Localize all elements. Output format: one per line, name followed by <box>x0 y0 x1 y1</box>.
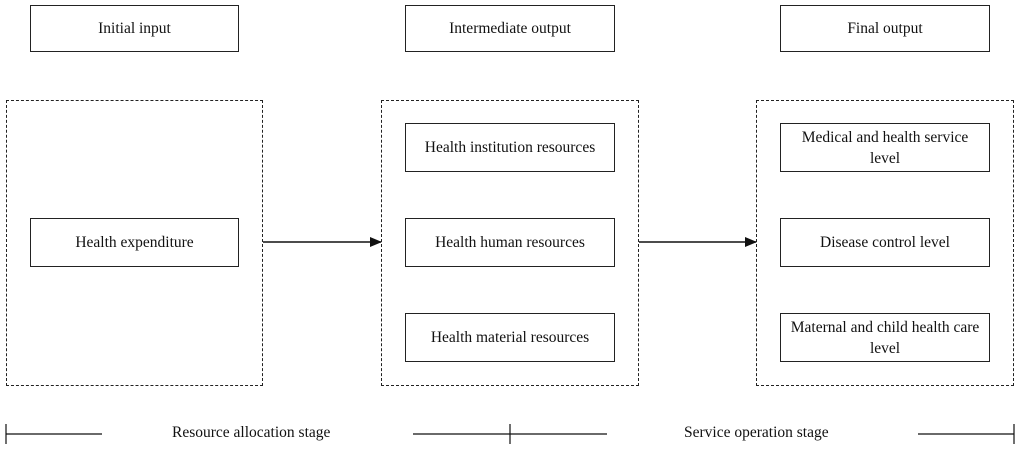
node-health-expenditure-label: Health expenditure <box>75 234 194 251</box>
stage-label-service-operation: Service operation stage <box>684 424 829 441</box>
header-final-output: Final output <box>780 5 990 52</box>
header-initial-input: Initial input <box>30 5 239 52</box>
node-health-expenditure: Health expenditure <box>30 218 239 267</box>
node-disease-control-level: Disease control level <box>780 218 990 267</box>
node-maternal-child-health-care-level: Maternal and child health care level <box>780 313 990 362</box>
initial-input-group <box>6 100 263 386</box>
node-health-human-resources: Health human resources <box>405 218 615 267</box>
node-medical-health-service-level-label: Medical and health service level <box>801 128 969 167</box>
node-health-material-resources: Health material resources <box>405 313 615 362</box>
node-health-material-resources-label: Health material resources <box>430 329 590 346</box>
header-intermediate-output-label: Intermediate output <box>449 20 571 37</box>
node-health-human-resources-label: Health human resources <box>435 234 585 251</box>
header-final-output-label: Final output <box>847 20 923 37</box>
stage-label-resource-allocation: Resource allocation stage <box>172 424 331 441</box>
header-initial-input-label: Initial input <box>98 20 171 37</box>
node-health-institution-resources: Health institution resources <box>405 123 615 172</box>
node-maternal-child-health-care-level-label: Maternal and child health care level <box>790 318 980 357</box>
node-medical-health-service-level: Medical and health service level <box>780 123 990 172</box>
header-intermediate-output: Intermediate output <box>405 5 615 52</box>
node-health-institution-resources-label: Health institution resources <box>424 139 596 156</box>
node-disease-control-level-label: Disease control level <box>820 234 950 251</box>
